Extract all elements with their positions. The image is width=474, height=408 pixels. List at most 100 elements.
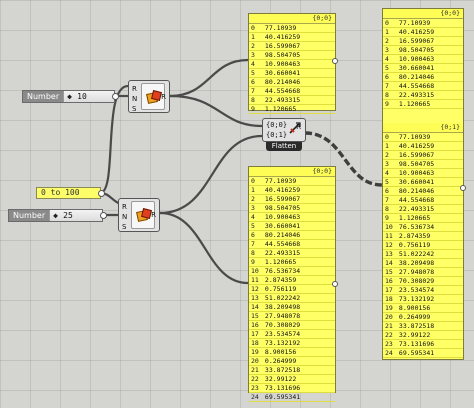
list-item: 17 23.534574 xyxy=(249,330,335,339)
list-item: 24 69.595341 xyxy=(383,349,463,358)
list-index: 15 xyxy=(385,268,393,276)
list-index: 14 xyxy=(385,259,393,267)
list-item: 23 73.131696 xyxy=(249,384,335,393)
list-item: 8 22.493315 xyxy=(383,205,463,214)
list-value: 77.10939 xyxy=(264,24,297,32)
list-item: 9 1.120665 xyxy=(383,100,463,109)
list-index: 0 xyxy=(385,19,389,27)
panel-output-port[interactable] xyxy=(332,281,338,287)
list-value: 22.493315 xyxy=(398,91,435,99)
list-index: 6 xyxy=(251,231,255,239)
list-index: 22 xyxy=(385,331,393,339)
list-value: 33.872518 xyxy=(264,366,301,374)
list-index: 7 xyxy=(385,196,389,204)
slider-knob-icon[interactable]: ◆ xyxy=(67,92,72,101)
panel-output-port[interactable] xyxy=(460,185,466,191)
input-n-label[interactable]: N xyxy=(122,213,128,221)
input-s-label[interactable]: S xyxy=(132,105,137,113)
list-value: 77.10939 xyxy=(264,177,297,185)
list-value: 30.660041 xyxy=(264,222,301,230)
list-item: 14 38.209498 xyxy=(249,303,335,312)
list-index: 18 xyxy=(385,295,393,303)
list-index: 5 xyxy=(251,222,255,230)
list-index: 20 xyxy=(385,313,393,321)
list-value: 80.214046 xyxy=(264,78,301,86)
list-item: 6 80.214046 xyxy=(383,73,463,82)
output-r-label[interactable]: R xyxy=(161,93,166,101)
slider-knob-icon[interactable]: ◆ xyxy=(53,211,58,220)
list-item: 4 10.900463 xyxy=(249,213,335,222)
count-slider[interactable]: Number ◆ 10 xyxy=(22,90,115,103)
list-index: 21 xyxy=(385,322,393,330)
list-item: 11 2.874359 xyxy=(249,276,335,285)
list-item: 4 10.900463 xyxy=(383,55,463,64)
slider-track[interactable]: ◆ 10 xyxy=(63,91,114,102)
slider-output-port[interactable] xyxy=(100,212,107,219)
input-n-label[interactable]: N xyxy=(132,95,138,103)
list-item: 1 40.416259 xyxy=(249,186,335,195)
list-value: 40.416259 xyxy=(264,33,301,41)
output-r-label[interactable]: R xyxy=(151,211,156,219)
list-value: 22.493315 xyxy=(398,205,435,213)
random-component-2[interactable]: R N S R xyxy=(118,198,160,232)
list-value: 80.214046 xyxy=(264,231,301,239)
flatten-input-1[interactable]: {0;1} xyxy=(266,131,288,139)
list-index: 5 xyxy=(385,178,389,186)
list-index: 15 xyxy=(251,312,259,320)
input-s-label[interactable]: S xyxy=(122,223,127,231)
list-item: 12 0.756119 xyxy=(249,285,335,294)
list-item: 3 98.504705 xyxy=(249,204,335,213)
list-index: 17 xyxy=(385,286,393,294)
range-panel[interactable]: 0 to 100 xyxy=(36,187,101,199)
list-value: 38.209498 xyxy=(398,259,435,267)
flatten-output-label[interactable]: R xyxy=(296,123,301,131)
slider-output-port[interactable] xyxy=(112,93,119,100)
panel-path: {0;0} xyxy=(249,14,335,24)
list-item: 18 73.132192 xyxy=(249,339,335,348)
list-item: 13 51.022242 xyxy=(249,294,335,303)
list-value: 80.214046 xyxy=(398,187,435,195)
panel-output-port[interactable] xyxy=(332,58,338,64)
list-index: 3 xyxy=(251,204,255,212)
list-index: 2 xyxy=(385,151,389,159)
list-item: 1 40.416259 xyxy=(383,142,463,151)
list-item: 7 44.554668 xyxy=(249,87,335,96)
list-value: 98.504705 xyxy=(264,204,301,212)
list-index: 20 xyxy=(251,357,259,365)
list-value: 1.120665 xyxy=(398,100,431,108)
flatten-component[interactable]: {0;0} {0;1} R xyxy=(262,118,306,142)
random-component[interactable]: R N S R xyxy=(128,80,170,113)
input-r-label[interactable]: R xyxy=(132,85,137,93)
flatten-input-0[interactable]: {0;0} xyxy=(266,121,288,129)
input-r-label[interactable]: R xyxy=(122,203,127,211)
list-item: 16 70.308029 xyxy=(383,277,463,286)
list-value: 51.022242 xyxy=(398,250,435,258)
flatten-icon xyxy=(289,122,301,134)
list-index: 11 xyxy=(385,232,393,240)
dice-icon xyxy=(145,89,162,104)
list-index: 3 xyxy=(385,46,389,54)
list-item: 5 30.660041 xyxy=(383,178,463,187)
list-index: 0 xyxy=(251,24,255,32)
list-value: 73.132192 xyxy=(264,339,301,347)
list-item: 10 76.536734 xyxy=(383,223,463,232)
list-item: 13 51.022242 xyxy=(383,250,463,259)
list-value: 16.599067 xyxy=(264,42,301,50)
random-icon-area xyxy=(141,83,165,110)
random-outputs: R xyxy=(151,210,156,220)
list-value: 1.120665 xyxy=(264,105,297,113)
list-value: 44.554668 xyxy=(398,196,435,204)
random-inputs: R N S xyxy=(132,84,137,114)
list-index: 8 xyxy=(385,205,389,213)
count-slider-2[interactable]: Number ◆ 25 xyxy=(8,209,103,222)
list-index: 6 xyxy=(385,73,389,81)
list-item: 8 22.493315 xyxy=(383,91,463,100)
list-item: 15 27.948078 xyxy=(383,268,463,277)
slider-value: 25 xyxy=(63,211,73,220)
range-panel-output-port[interactable] xyxy=(98,190,105,197)
slider-track[interactable]: ◆ 25 xyxy=(49,210,102,221)
